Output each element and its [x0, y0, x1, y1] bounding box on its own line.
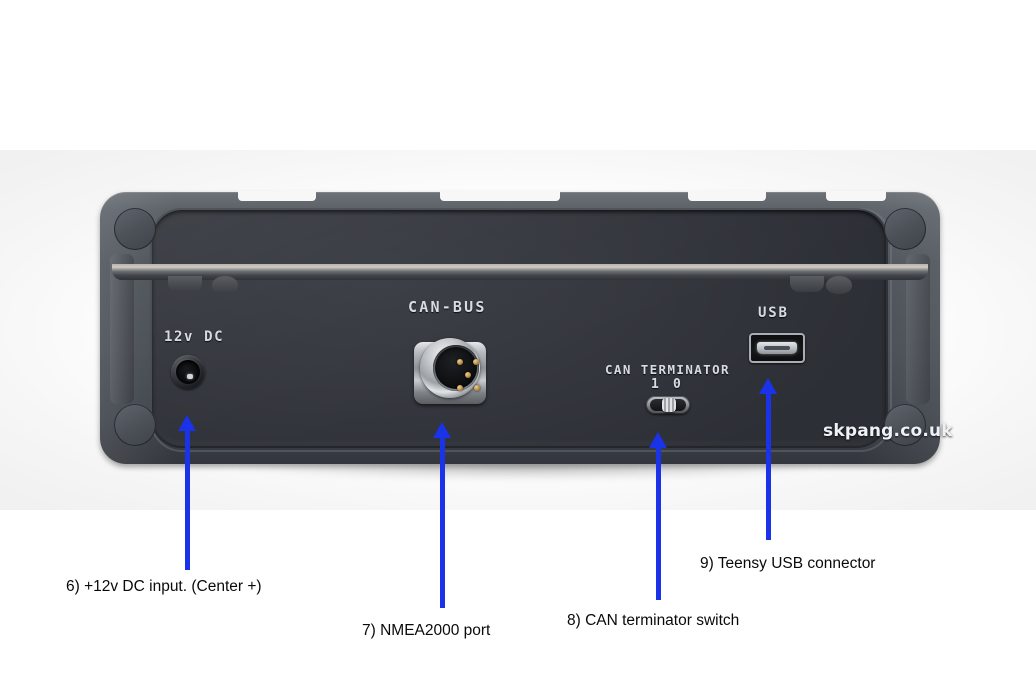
enclosure-foot — [168, 276, 202, 292]
enclosure-base-lip — [112, 264, 928, 280]
switch-knob[interactable] — [662, 398, 676, 412]
m12-pin — [457, 359, 463, 365]
label-can-bus: CAN-BUS — [408, 298, 487, 316]
m12-pin — [473, 359, 479, 365]
m12-threaded-ring — [420, 338, 480, 398]
corner-pad-bottom-right — [884, 404, 926, 446]
m12-pin — [465, 372, 471, 378]
callout-arrow-9 — [759, 378, 777, 540]
label-terminator-off: 0 — [673, 377, 683, 392]
corner-pad-top-left — [114, 208, 156, 250]
top-notch — [688, 191, 766, 201]
front-panel-face — [152, 210, 886, 446]
top-notch — [238, 191, 316, 201]
top-notch — [826, 191, 886, 201]
corner-pad-bottom-left — [114, 404, 156, 446]
dc-jack-center-pin — [187, 374, 193, 379]
m12-pin — [474, 385, 480, 391]
callout-arrow-6 — [178, 415, 196, 570]
top-notch — [440, 191, 560, 201]
can-terminator-switch[interactable] — [646, 396, 690, 414]
brand-logo-text: skpang.co.uk — [823, 421, 953, 441]
callout-label-7: 7) NMEA2000 port — [362, 622, 491, 639]
can-bus-m12-connector[interactable] — [414, 338, 486, 410]
enclosure-foot — [212, 276, 238, 294]
label-terminator-on: 1 — [651, 377, 661, 392]
dc-jack-bore — [176, 360, 200, 384]
corner-pad-top-right — [884, 208, 926, 250]
callout-label-8: 8) CAN terminator switch — [567, 612, 740, 629]
usb-slot — [757, 342, 797, 354]
enclosure-foot — [790, 276, 824, 292]
label-can-terminator: CAN TERMINATOR — [605, 362, 730, 377]
callout-arrow-7 — [433, 422, 451, 608]
device-enclosure: skpang.co.uk — [100, 191, 953, 464]
callout-label-9: 9) Teensy USB connector — [700, 555, 876, 572]
usb-micro-connector[interactable] — [749, 333, 805, 363]
m12-pin — [457, 385, 463, 391]
dc-power-jack[interactable] — [171, 355, 205, 389]
label-12v-dc: 12v DC — [164, 329, 225, 345]
panel-sheen — [152, 210, 886, 446]
callout-label-6: 6) +12v DC input. (Center +) — [66, 578, 262, 595]
label-usb: USB — [758, 305, 789, 321]
callout-arrow-8 — [649, 432, 667, 600]
m12-pin-bore — [433, 345, 480, 391]
enclosure-foot — [826, 276, 852, 294]
